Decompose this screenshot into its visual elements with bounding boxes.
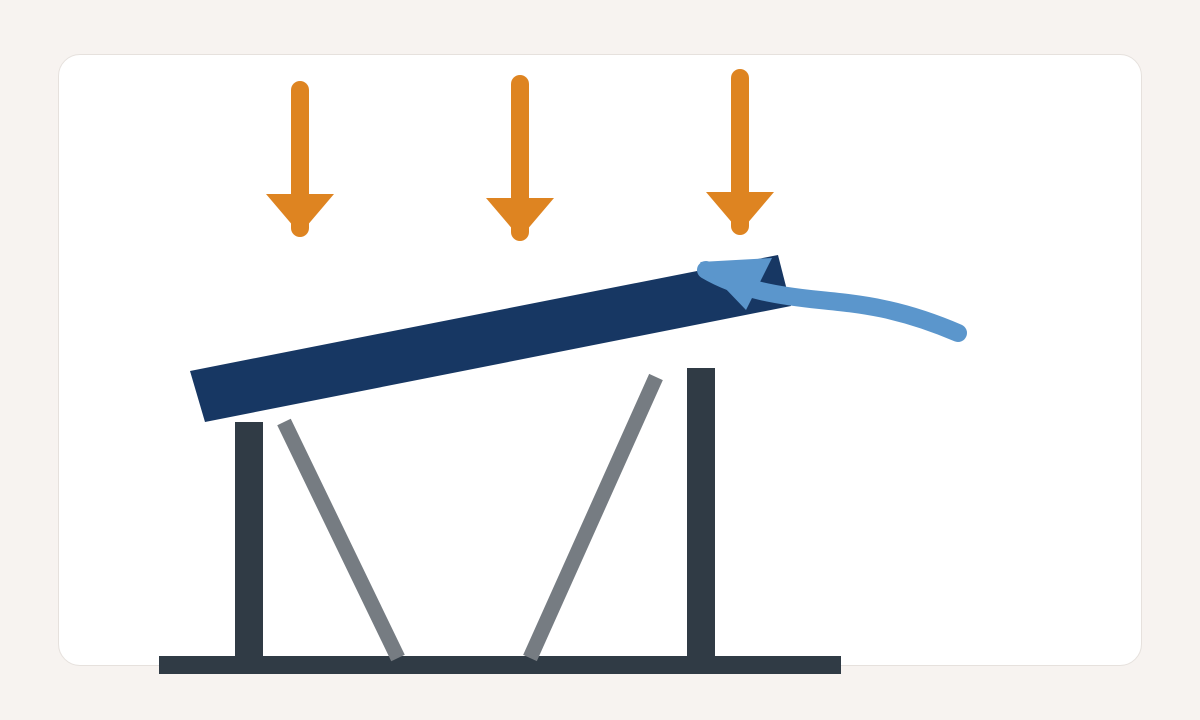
left-post xyxy=(235,422,263,660)
down-arrow-icon xyxy=(266,81,334,237)
right-post xyxy=(687,368,715,660)
left-diagonal-brace xyxy=(277,418,405,662)
down-arrow-icon xyxy=(486,75,554,241)
curved-arrow-icon xyxy=(697,258,967,342)
ground-beam xyxy=(159,656,841,674)
right-diagonal-brace xyxy=(523,373,663,662)
solar-panel xyxy=(190,255,791,422)
down-arrow-icon xyxy=(706,69,774,235)
